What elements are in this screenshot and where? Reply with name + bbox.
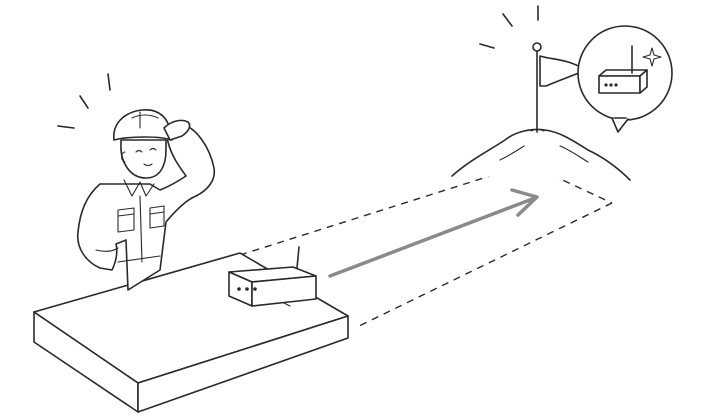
hill bbox=[451, 128, 631, 181]
worker bbox=[76, 109, 216, 291]
flag bbox=[530, 42, 587, 133]
speech-bubble bbox=[577, 25, 673, 133]
excitement-marks-worker bbox=[57, 73, 111, 129]
router-device bbox=[228, 246, 317, 307]
arrow bbox=[328, 188, 539, 278]
excitement-marks-flag bbox=[479, 5, 539, 49]
router-device-small bbox=[598, 45, 648, 94]
sparkle-icon bbox=[642, 47, 662, 67]
